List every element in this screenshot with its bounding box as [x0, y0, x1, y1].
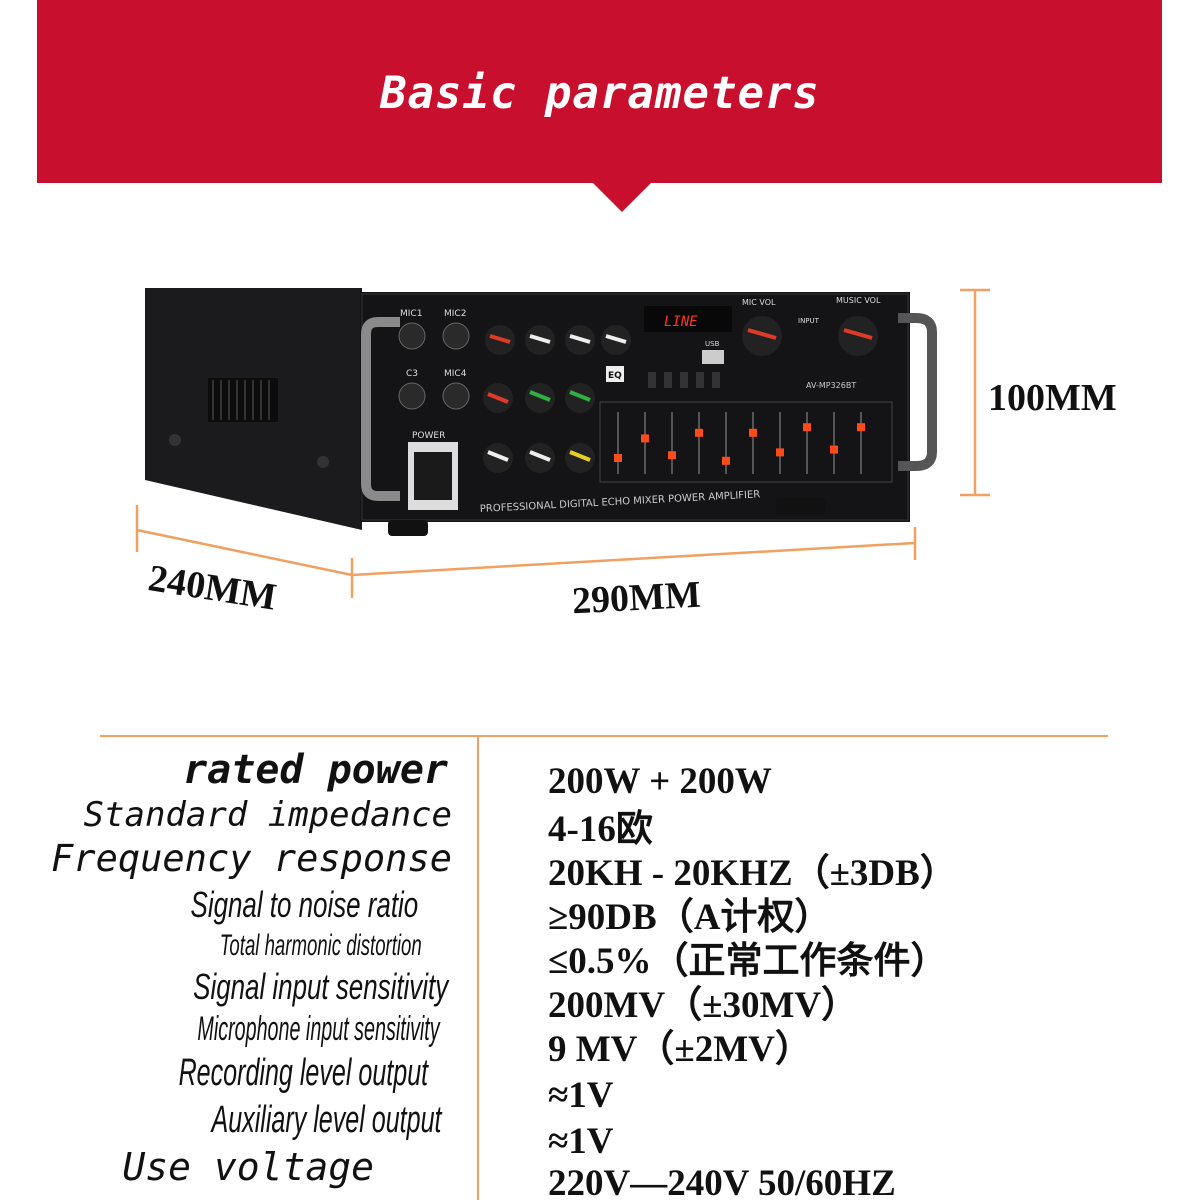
table-top-rule: [100, 735, 1108, 737]
eq-label: EQ: [608, 371, 622, 381]
eq-slider-knob: [857, 423, 865, 432]
spec-label: Standard impedance: [83, 795, 452, 835]
spec-label: Signal input sensitivity: [192, 966, 448, 1007]
eq-slider-knob: [722, 456, 730, 465]
amplifier-image: MIC1 MIC2 C3 MIC4 POWER MIC VOL MUSIC VO…: [135, 288, 990, 598]
eq-slider-knob: [830, 445, 838, 454]
spec-value: 200MV（±30MV）: [548, 985, 859, 1026]
c3-label: C3: [406, 369, 418, 379]
model-label: AV-MP326BT: [806, 381, 856, 390]
right-handle: [898, 313, 937, 471]
spec-label: Signal to noise ratio: [190, 884, 418, 925]
power-label: POWER: [412, 431, 445, 441]
eq-slider-knob: [749, 428, 757, 437]
spec-label: Microphone input sensitivity: [197, 1010, 440, 1048]
spec-label: rated power: [183, 747, 448, 793]
spec-value: 220V—240V 50/60HZ: [548, 1163, 896, 1200]
spec-value: 20KH - 20KHZ（±3DB）: [548, 853, 957, 894]
led-display-frame: [644, 306, 732, 332]
spec-value: 200W + 200W: [548, 761, 772, 802]
eq-badge: [606, 366, 624, 382]
spec-label: Frequency response: [51, 837, 452, 880]
eq-slider-knob: [695, 428, 703, 437]
spec-value: ≈1V: [548, 1075, 614, 1116]
mic1-label: MIC1: [400, 309, 422, 319]
eq-slider-knob: [641, 434, 649, 443]
spec-value: 4-16欧: [548, 809, 653, 850]
eq-slider-knob: [614, 454, 622, 462]
left-handle: [361, 317, 400, 501]
spec-label: Auxiliary level output: [211, 1099, 442, 1141]
knobs: [483, 316, 878, 473]
table-divider: [477, 736, 479, 1200]
mic-vol-label: MIC VOL: [742, 298, 776, 307]
input-label: INPUT: [798, 317, 820, 325]
title-banner: [37, 0, 1162, 183]
banner-notch: [592, 182, 652, 212]
eq-sliders: [614, 412, 865, 474]
eq-slider-knob: [668, 451, 676, 460]
width-dimension: 290MM: [570, 573, 702, 623]
spec-value: ≥90DB（A计权）: [548, 897, 832, 938]
led-display: LINE: [664, 314, 698, 330]
usb-label: USB: [705, 340, 720, 348]
eq-slider-knob: [776, 448, 784, 457]
spec-value: ≈1V: [548, 1121, 614, 1162]
dimension-lines: [135, 288, 990, 598]
mic4-label: MIC4: [444, 369, 467, 379]
music-vol-label: MUSIC VOL: [836, 296, 881, 305]
spec-value: 9 MV（±2MV）: [548, 1029, 812, 1070]
usb-port: [702, 350, 724, 364]
vent-grille: [208, 378, 278, 422]
spec-label: Use voltage: [122, 1145, 374, 1189]
spec-label: Recording level output: [178, 1052, 428, 1094]
spec-label: Total harmonic distortion: [220, 929, 422, 962]
mic2-label: MIC2: [444, 309, 466, 319]
page-title: Basic parameters: [380, 68, 820, 119]
eq-slider-knob: [803, 423, 811, 432]
spec-value: ≤0.5%（正常工作条件）: [548, 941, 948, 982]
height-dimension: 100MM: [988, 377, 1117, 419]
